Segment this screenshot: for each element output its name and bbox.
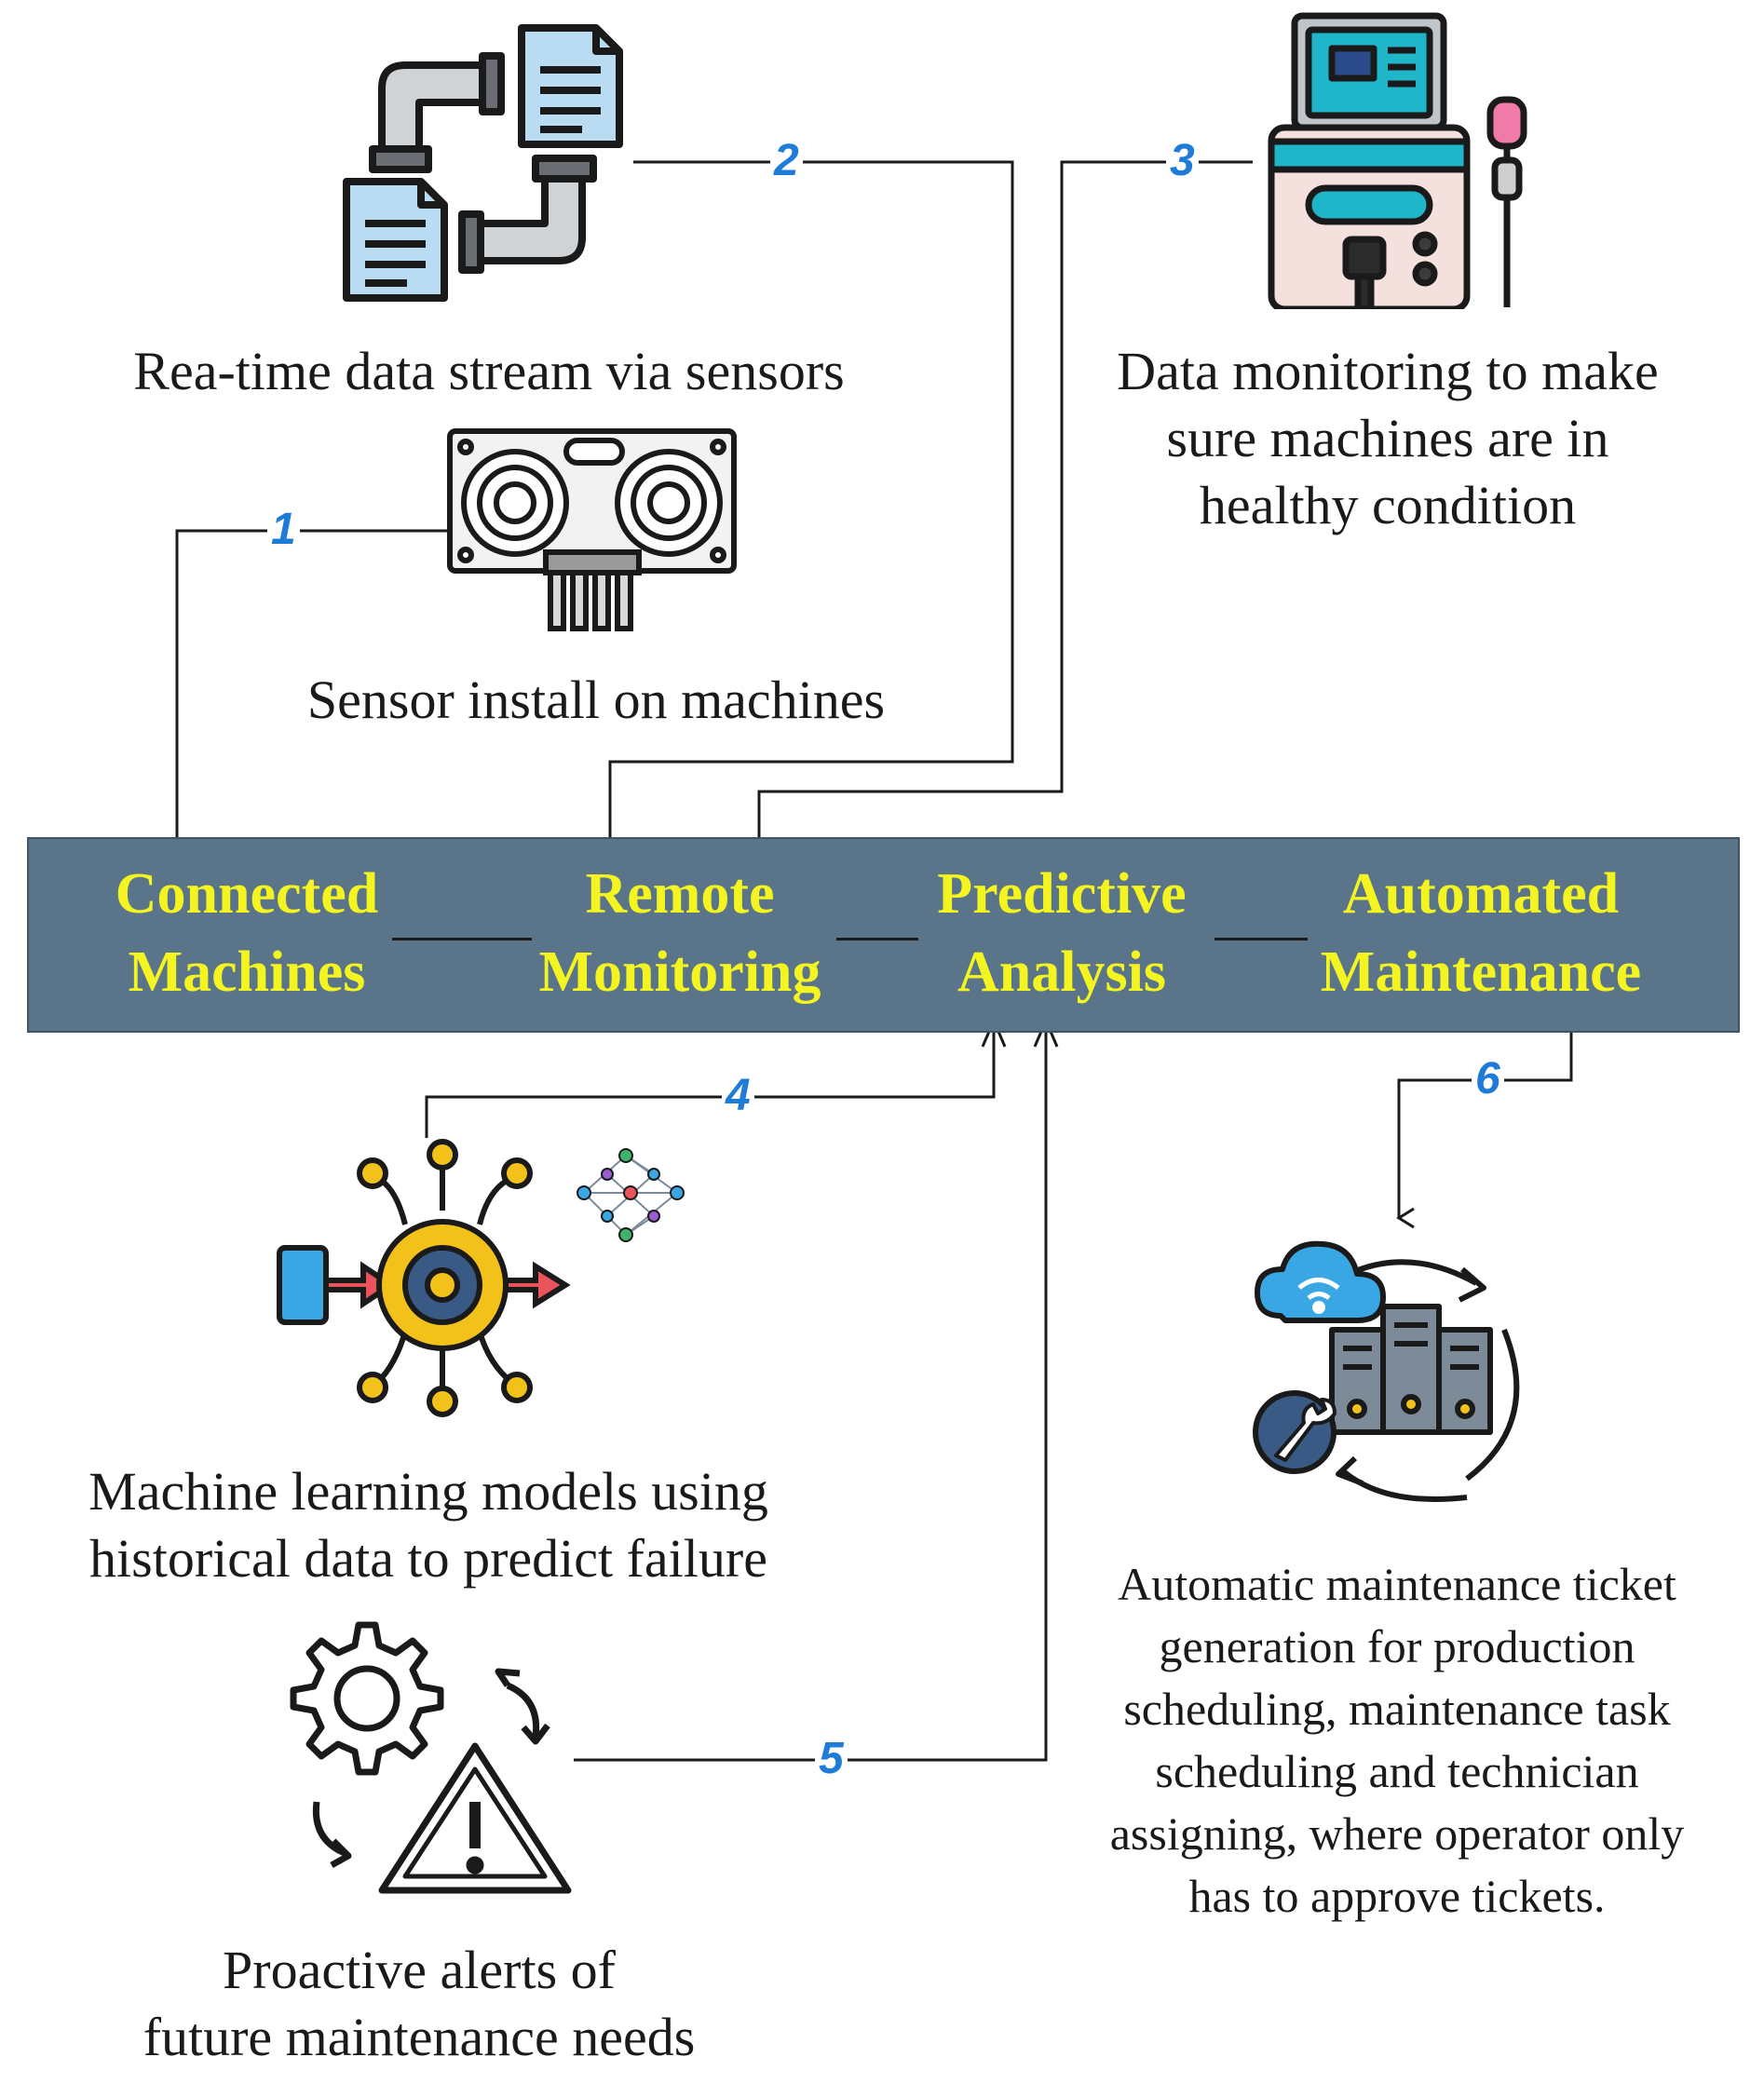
stages-bar bbox=[27, 837, 1740, 1033]
step-number-3: 3 bbox=[1166, 137, 1199, 185]
caption-data-stream: Rea-time data stream via sensors bbox=[133, 341, 845, 401]
step-number-2: 2 bbox=[770, 137, 803, 185]
connector-2 bbox=[607, 160, 1014, 866]
stage-separator bbox=[1214, 938, 1308, 941]
machine-learning-icon bbox=[277, 1139, 571, 1417]
gear-warning-icon bbox=[290, 1621, 572, 1894]
neural-network-icon bbox=[577, 1148, 685, 1242]
monitoring-machine-icon bbox=[1268, 12, 1527, 309]
cloud-server-maintenance-icon bbox=[1253, 1240, 1520, 1502]
caption-proactive-alerts: Proactive alerts of future maintenance n… bbox=[142, 1940, 696, 2067]
stage-separator bbox=[836, 938, 918, 941]
caption-sensor-install: Sensor install on machines bbox=[306, 670, 886, 730]
connector-5 bbox=[574, 1004, 1049, 1762]
caption-ml-models: Machine learning models using historical… bbox=[88, 1461, 768, 1589]
step-number-5: 5 bbox=[815, 1735, 848, 1783]
step-number-6: 6 bbox=[1472, 1055, 1504, 1103]
stage-remote-monitoring: Remote Monitoring bbox=[538, 862, 821, 1004]
stage-predictive-analysis: Predictive Analysis bbox=[937, 862, 1187, 1004]
connector-4 bbox=[425, 1004, 997, 1138]
stage-connected-machines: Connected Machines bbox=[115, 862, 379, 1004]
connector-1 bbox=[174, 529, 447, 866]
caption-data-monitoring: Data monitoring to make sure machines ar… bbox=[1117, 341, 1659, 535]
caption-automatic-ticket: Automatic maintenance ticket generation … bbox=[1109, 1558, 1685, 1922]
data-stream-icon bbox=[343, 24, 623, 302]
connector-6 bbox=[1396, 1008, 1573, 1229]
step-number-1: 1 bbox=[267, 506, 300, 554]
connector-3 bbox=[756, 160, 1253, 866]
stage-separator bbox=[392, 938, 532, 941]
stage-automated-maintenance: Automated Maintenance bbox=[1320, 862, 1642, 1004]
step-number-4: 4 bbox=[722, 1072, 754, 1120]
ultrasonic-sensor-icon bbox=[447, 428, 737, 631]
